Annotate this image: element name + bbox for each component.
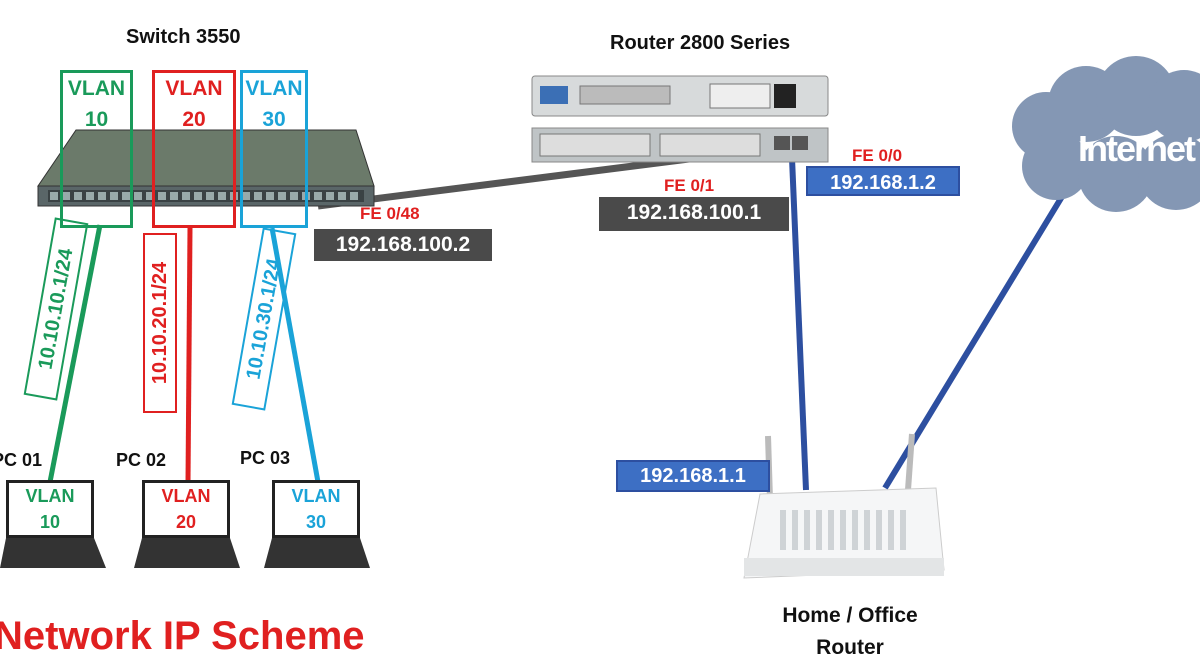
link-pc02 — [185, 227, 193, 483]
router-fe01-ip-box: 192.168.100.1 — [599, 197, 789, 231]
switch-port-label: FE 0/48 — [360, 204, 420, 223]
switch-vlan20-box: VLAN 20 — [152, 70, 236, 228]
switch-vlan10-box: VLAN 10 — [60, 70, 133, 228]
internet-cloud[interactable]: Internet — [1006, 56, 1200, 226]
vlan-label: VLAN — [245, 77, 303, 100]
pc02-vlan-label: VLAN — [161, 486, 211, 506]
home-router-ip-box: 192.168.1.1 — [616, 460, 770, 492]
router-fe01-label: FE 0/1 — [664, 176, 715, 195]
pc03-vlan-label: VLAN — [291, 486, 341, 506]
link-pc01 — [47, 224, 103, 483]
switch-vlan30-box: VLAN 30 — [240, 70, 308, 228]
pc01-laptop[interactable]: VLAN 10 — [0, 480, 106, 570]
link-pc03 — [269, 227, 321, 483]
switch-title: Switch 3550 — [126, 26, 241, 48]
pc02-vlan-id: 20 — [175, 512, 197, 532]
pc02-label: PC 02 — [116, 450, 167, 470]
pc03-laptop[interactable]: VLAN 30 — [264, 480, 370, 570]
pc02-laptop[interactable]: VLAN 20 — [134, 480, 240, 570]
page-title: Network IP Scheme — [0, 614, 365, 658]
pc03-label: PC 03 — [240, 448, 291, 468]
vlan-id: 20 — [182, 108, 206, 131]
pc01-label: PC 01 — [0, 450, 43, 470]
home-router-device[interactable] — [740, 430, 950, 590]
home-router-title-line1: Home / Office — [782, 604, 918, 627]
router-device[interactable] — [530, 72, 830, 164]
pc01-vlan-label: VLAN — [25, 486, 75, 506]
gateway-vlan20-label: 10.10.20.1/24 — [143, 233, 177, 413]
home-router-title-line2: Router — [816, 636, 884, 659]
pc01-screen: VLAN 10 — [6, 480, 94, 538]
router-title: Router 2800 Series — [610, 32, 791, 54]
router-fe00-ip-box: 192.168.1.2 — [806, 166, 960, 196]
vlan-id: 30 — [262, 108, 286, 131]
internet-label: Internet — [1078, 128, 1196, 169]
link-home-internet — [882, 188, 1069, 490]
pc02-screen: VLAN 20 — [142, 480, 230, 538]
pc03-screen: VLAN 30 — [272, 480, 360, 538]
switch-ip-box: 192.168.100.2 — [314, 229, 492, 261]
router-fe00-label: FE 0/0 — [852, 146, 903, 165]
home-router-title: Home / Office Router — [745, 600, 955, 664]
link-router-home — [789, 157, 809, 491]
pc03-vlan-id: 30 — [305, 512, 327, 532]
switch-device[interactable] — [36, 128, 376, 208]
pc01-vlan-id: 10 — [39, 512, 61, 532]
vlan-id: 10 — [84, 108, 109, 131]
vlan-label: VLAN — [165, 77, 223, 100]
vlan-label: VLAN — [67, 77, 126, 100]
